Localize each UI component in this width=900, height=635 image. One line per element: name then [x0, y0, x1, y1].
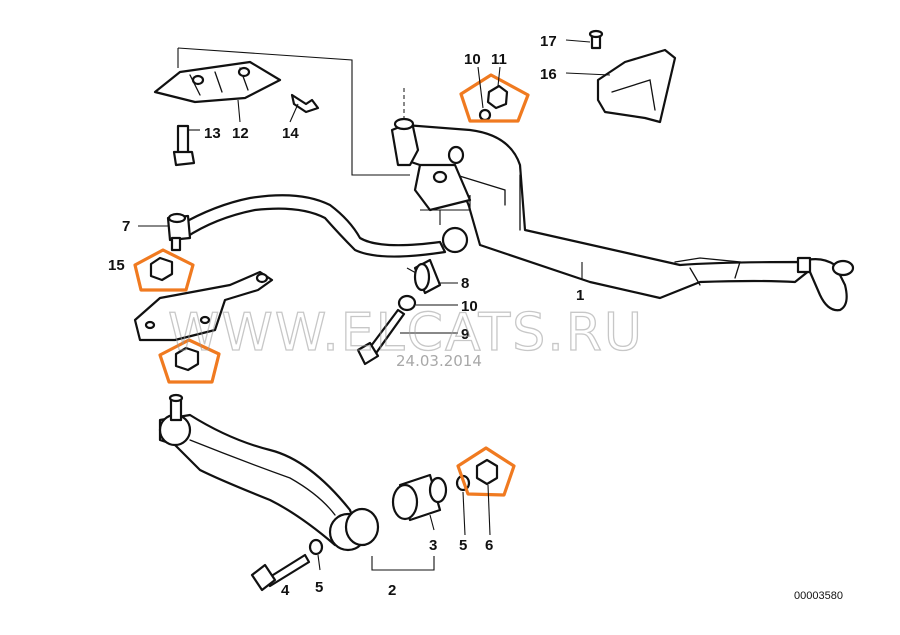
- callout-17: 17: [540, 33, 557, 50]
- callout-7: 7: [122, 218, 130, 235]
- callout-3: 3: [429, 537, 437, 554]
- nut-part-6: [475, 458, 499, 486]
- nut-part-15: [149, 256, 174, 282]
- bracket-lines-part-2: [371, 556, 435, 571]
- watermark-text: WWW.ELCATS.RU: [168, 303, 644, 363]
- bolt-part-13: [172, 124, 196, 167]
- bushing-part-3: [391, 473, 448, 522]
- callout-2: 2: [388, 582, 396, 599]
- watermark-date: 24.03.2014: [396, 352, 482, 370]
- washer-part-10-lower: [397, 294, 417, 312]
- drawing-number: 00003580: [794, 590, 843, 602]
- callout-16: 16: [540, 66, 557, 83]
- control-arm-part-2: [158, 393, 380, 552]
- callout-4: 4: [281, 582, 290, 599]
- callout-labels: 1 2 3 4 5 5 6 7 8 9 10 10 11 12 13 14 15…: [108, 33, 584, 599]
- watermark: WWW.ELCATS.RU 24.03.2014: [167, 302, 644, 370]
- callout-5-left: 5: [315, 579, 323, 596]
- bolt-part-14: [290, 93, 320, 114]
- bolt-part-9: [356, 308, 406, 366]
- callout-1: 1: [576, 287, 584, 304]
- bolt-part-17: [588, 29, 604, 50]
- callout-10-lower: 10: [461, 298, 478, 315]
- bushing-part-8: [413, 258, 442, 295]
- callout-5-right: 5: [459, 537, 467, 554]
- callout-9: 9: [461, 326, 469, 343]
- callout-8: 8: [461, 275, 469, 292]
- bracket-part-12: [153, 60, 282, 104]
- callout-13: 13: [204, 125, 221, 142]
- callout-10-upper: 10: [464, 51, 481, 68]
- callout-15: 15: [108, 257, 125, 274]
- mount-plate: [133, 270, 274, 342]
- bolt-part-4: [250, 553, 311, 592]
- washer-part-5-left: [308, 538, 324, 556]
- callout-11: 11: [491, 51, 507, 68]
- callout-12: 12: [232, 125, 249, 142]
- leader-lines: [138, 39, 611, 571]
- callout-14: 14: [282, 125, 299, 142]
- nut-part-11: [478, 84, 509, 122]
- nut-lower-mount: [174, 346, 200, 372]
- callout-6: 6: [485, 537, 493, 554]
- highlight-markers: [133, 73, 530, 497]
- stabilizer-bar: [166, 194, 469, 258]
- crossmember-part-1: [390, 117, 855, 312]
- bracket-part-16: [596, 48, 677, 124]
